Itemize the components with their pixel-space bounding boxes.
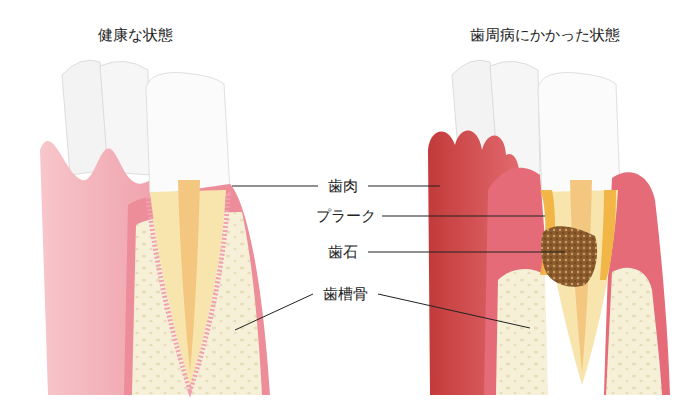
- pulp: [178, 180, 200, 372]
- diseased-tooth: [428, 60, 670, 395]
- front-crown: [538, 73, 620, 196]
- leader-line: [382, 216, 545, 217]
- gum-section: [484, 168, 548, 395]
- front-crown: [146, 73, 230, 196]
- leader-line: [235, 294, 313, 330]
- leader-lines: [232, 186, 565, 330]
- leader-line: [232, 186, 318, 187]
- panel-heading: 歯周病にかかった状態: [470, 26, 620, 44]
- leader-line: [368, 186, 440, 187]
- bone: [606, 268, 662, 395]
- plaque: [600, 190, 616, 280]
- healthy-tooth: [40, 60, 270, 395]
- leader-line: [378, 294, 530, 328]
- part-label: 歯槽骨: [323, 285, 368, 303]
- leader-line: [368, 252, 565, 253]
- panel-heading: 健康な状態: [98, 26, 173, 44]
- bone: [496, 269, 548, 395]
- part-label: 歯肉: [328, 177, 358, 195]
- part-label: 歯石: [328, 243, 358, 261]
- part-label: プラーク: [316, 207, 376, 225]
- tartar: [541, 226, 597, 287]
